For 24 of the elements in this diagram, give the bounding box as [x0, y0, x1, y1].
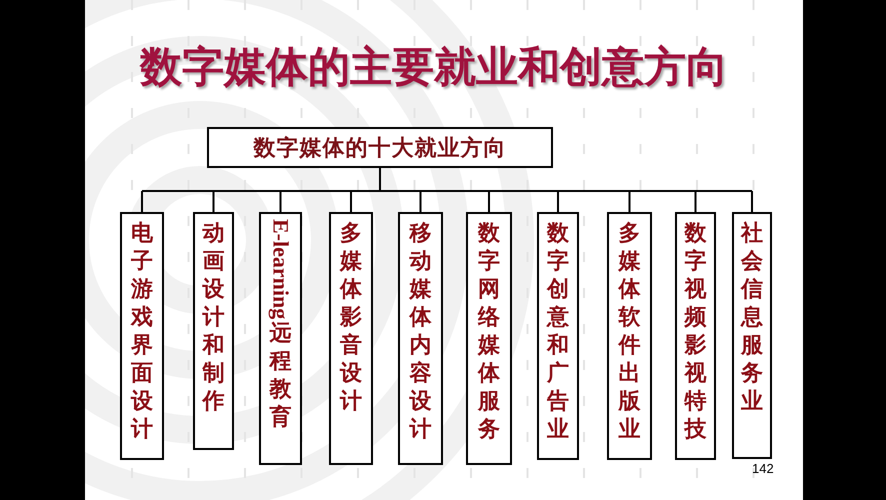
- connector-line: [141, 167, 753, 192]
- connector-line: [557, 191, 559, 212]
- category-box: 多媒体软件出版业: [607, 212, 652, 460]
- connector-line: [141, 191, 143, 212]
- category-box: 数字网络媒体服务: [466, 212, 512, 465]
- connector-line: [751, 191, 753, 212]
- connector-line: [350, 191, 352, 212]
- connector-line: [694, 191, 696, 212]
- heading-box: 数字媒体的十大就业方向: [207, 127, 553, 168]
- category-box: E-learning远程教育: [259, 212, 302, 465]
- category-box: 动画设计和制作: [193, 212, 234, 450]
- connector-line: [280, 191, 282, 212]
- page-number: 142: [752, 462, 774, 475]
- category-box: 电子游戏界面设计: [120, 212, 164, 460]
- connector-line: [212, 191, 214, 212]
- category-box: 移动媒体内容设计: [398, 212, 443, 465]
- category-box: 数字创意和广告业: [537, 212, 579, 460]
- connector-line: [488, 191, 490, 212]
- category-box: 社会信息服务业: [732, 212, 772, 459]
- slide-title: 数字媒体的主要就业和创意方向: [140, 44, 728, 90]
- connector-line: [628, 191, 630, 212]
- connector-line: [420, 191, 422, 212]
- category-box: 数字视频影视特技: [675, 212, 716, 460]
- category-box: 多媒体影音设计: [329, 212, 373, 465]
